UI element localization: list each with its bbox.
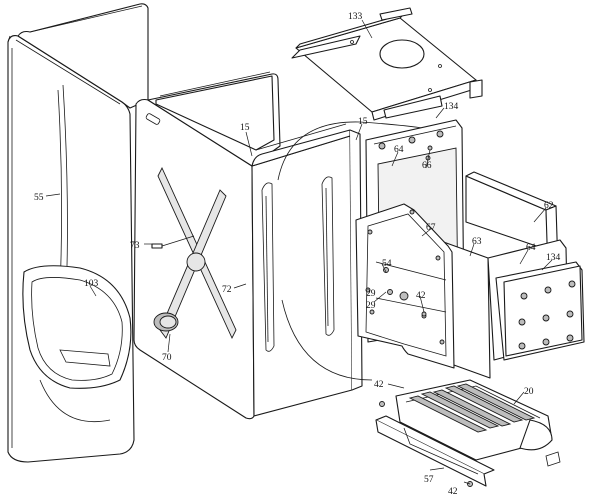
callout-15: 15 (358, 117, 368, 127)
callout-134: 134 (444, 102, 459, 112)
callout-55: 55 (34, 193, 44, 203)
callout-42: 42 (416, 291, 426, 301)
hardware (151, 145, 433, 317)
callout-64: 64 (526, 243, 536, 253)
callout-42: 42 (374, 380, 384, 390)
callout-134: 134 (546, 253, 561, 263)
callout-133: 133 (348, 12, 363, 22)
callout-67: 67 (426, 223, 436, 233)
callout-57: 57 (424, 475, 434, 485)
door-panel (22, 265, 132, 422)
callouts: 133 134 15 15 64 66 55 73 62 67 63 64 13… (34, 12, 561, 497)
callout-20: 20 (524, 387, 534, 397)
callout-66: 66 (422, 161, 432, 171)
outer-casing (7, 3, 149, 463)
callout-62: 62 (544, 201, 554, 211)
callout-70: 70 (162, 353, 172, 363)
callout-64: 64 (394, 145, 404, 155)
callout-63: 63 (472, 237, 482, 247)
front-plate (355, 203, 455, 369)
top-plate (291, 7, 483, 121)
callout-15: 15 (240, 123, 250, 133)
callout-29: 29 (366, 289, 376, 299)
callout-42: 42 (448, 487, 458, 497)
right-plates (437, 171, 585, 379)
callout-73: 73 (130, 241, 140, 251)
callout-72: 72 (222, 285, 232, 295)
leader-lines (45, 19, 553, 485)
callout-103: 103 (84, 279, 99, 289)
rear-panel (155, 75, 363, 417)
callout-54: 54 (382, 259, 392, 269)
burner-assembly (375, 379, 561, 487)
callout-29: 29 (366, 301, 376, 311)
